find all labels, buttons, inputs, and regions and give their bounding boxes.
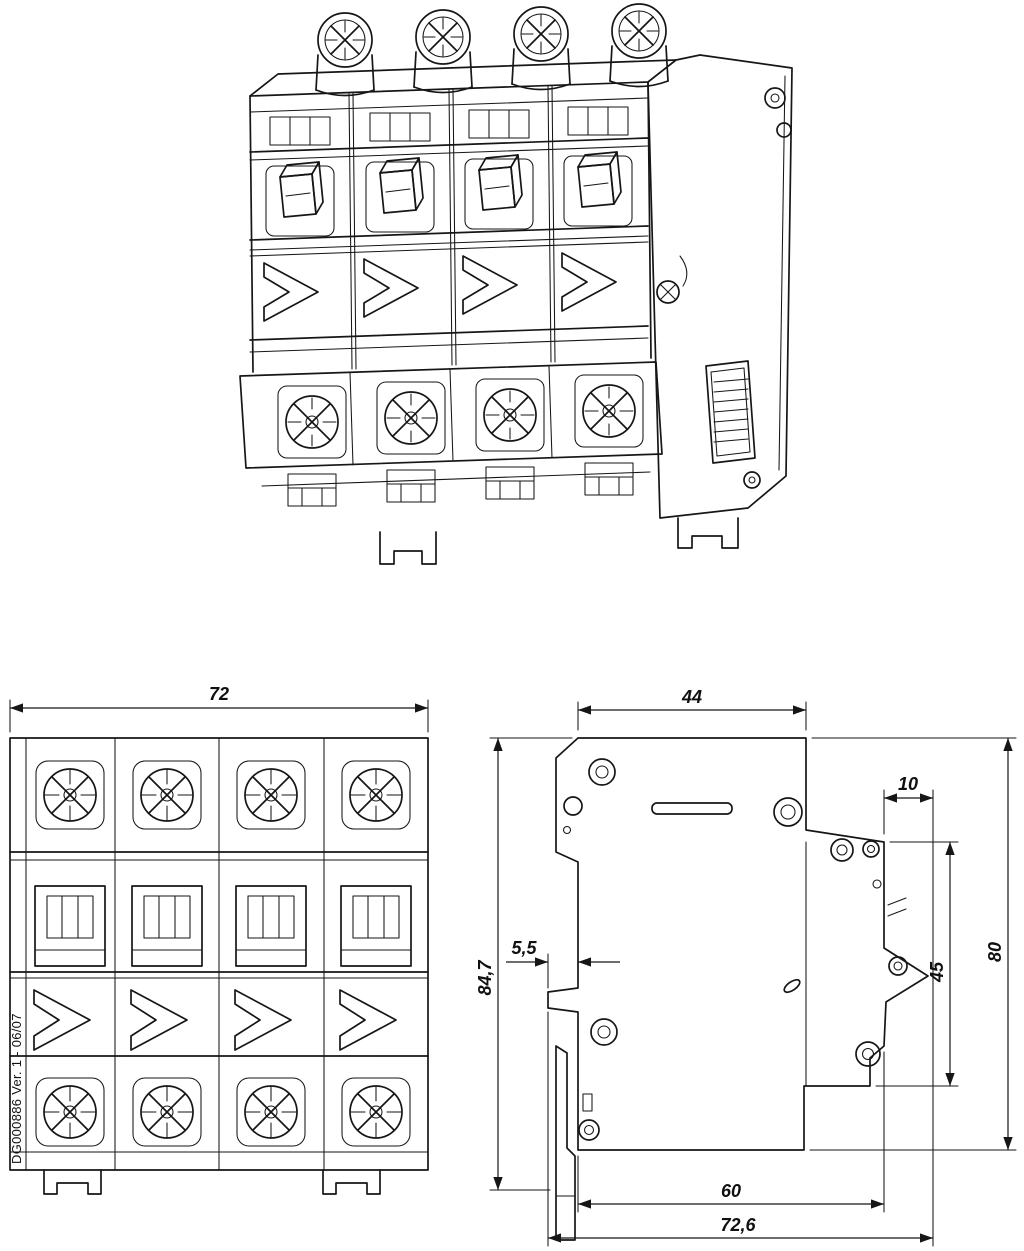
- bottom-terminal-block: [239, 361, 663, 469]
- din-slide-clip: [555, 1045, 576, 1241]
- side-total-width-dim-label: 72,6: [720, 1215, 756, 1235]
- side-plate: [647, 54, 793, 519]
- terminal-screw-top-row: [315, 3, 669, 97]
- front-dimension-width: 72: [9, 684, 429, 733]
- part-number-label: DG000886 Ver. 1 - 06/07: [9, 1013, 24, 1164]
- rating-label-recess: [705, 360, 756, 464]
- housing-front-bands: [249, 81, 652, 373]
- front-width-dim-label: 72: [209, 684, 229, 704]
- isometric-view: [239, 3, 793, 565]
- side-total-height-dim-label: 84,7: [475, 960, 495, 996]
- side-top-width-dim-label: 44: [681, 687, 702, 707]
- front-chevron-arrows: [33, 989, 397, 1051]
- toggle-levers: [265, 151, 633, 237]
- side-rail-offset-dim-label: 5,5: [511, 938, 537, 958]
- din-clip-front-right: [322, 1169, 381, 1195]
- bottom-cages: [261, 462, 651, 507]
- side-terminal-depth-dim-label: 10: [898, 774, 918, 794]
- side-interior-details: [562, 758, 908, 1141]
- front-view: DG000886 Ver. 1 - 06/07 72: [9, 684, 429, 1195]
- side-terminal-height-dim-label: 45: [927, 961, 947, 983]
- terminal-funnels: [269, 106, 629, 146]
- side-outline: [547, 737, 929, 1151]
- din-clip-front-left: [43, 1169, 102, 1195]
- side-dimensions: 44 10 84,7 5,5 45: [475, 687, 1017, 1247]
- side-body-height-dim-label: 80: [985, 942, 1005, 962]
- din-clip-iso-left: [379, 531, 437, 565]
- side-view: 44 10 84,7 5,5 45: [475, 687, 1017, 1247]
- vent-slit: [679, 255, 688, 287]
- front-bottom-screws: [35, 1077, 411, 1147]
- din-clip-iso-right: [677, 517, 739, 549]
- front-toggles: [34, 885, 412, 967]
- side-bottom-width-dim-label: 60: [721, 1181, 741, 1201]
- front-top-screws: [35, 760, 411, 830]
- chevron-arrows: [263, 252, 617, 322]
